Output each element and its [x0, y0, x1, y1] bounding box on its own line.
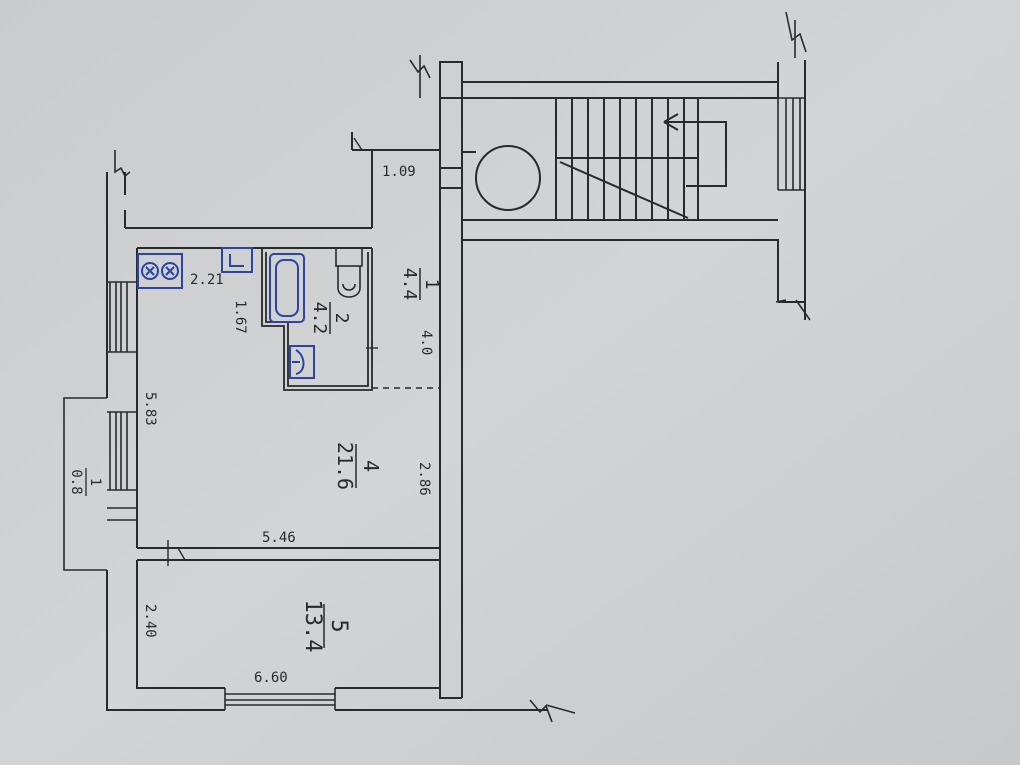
room-5-label: 5 13.4 [300, 600, 351, 653]
room-1-label: 1 4.4 [399, 268, 442, 301]
room-2-number: 2 [331, 313, 352, 324]
dim-corridor-length: 4.0 [418, 330, 434, 355]
dim-corridor-width: 1.09 [382, 164, 416, 180]
room-4-area: 21.6 [333, 442, 357, 490]
bathroom-walls [261, 248, 373, 391]
room-4-number: 4 [359, 460, 383, 472]
room-2-area: 4.2 [309, 302, 330, 335]
apartment-walls [106, 61, 548, 711]
dim-bath-width: 1.67 [232, 300, 248, 334]
staircase [439, 60, 806, 320]
bathroom-sink-icon [289, 345, 315, 379]
toilet-icon [335, 247, 363, 298]
room-1-area: 4.4 [399, 268, 420, 301]
balcony-area: 0.8 [68, 469, 84, 494]
dim-room4-depth: 2.86 [416, 462, 432, 496]
balcony-outline [63, 397, 107, 571]
dim-room5-length: 2.40 [142, 604, 158, 638]
room-labels: 1 4.4 2 4.2 4 21.6 5 13.4 1 0.8 [68, 268, 442, 653]
dim-room4-length: 5.83 [142, 392, 158, 426]
room-5-area: 13.4 [300, 600, 325, 653]
room-5-number: 5 [326, 619, 351, 632]
dim-room5-width: 6.60 [254, 670, 288, 686]
bathtub-icon [269, 253, 305, 323]
balcony-number: 1 [87, 478, 103, 486]
stove-icon [137, 253, 183, 289]
room-2-label: 2 4.2 [309, 302, 352, 335]
balcony-label: 1 0.8 [68, 468, 103, 496]
kitchen-sink-icon [221, 247, 253, 273]
dimension-labels: 1.09 2.21 1.67 4.0 5.83 2.86 5.46 2.40 6… [142, 164, 434, 686]
dim-room4-width: 5.46 [262, 530, 296, 546]
fixtures [137, 247, 315, 379]
dim-kitchen-width: 2.21 [190, 272, 224, 288]
room-1-number: 1 [421, 279, 442, 290]
windows [107, 97, 805, 710]
room-4-label: 4 21.6 [333, 442, 383, 490]
dimension-ticks [167, 137, 378, 566]
